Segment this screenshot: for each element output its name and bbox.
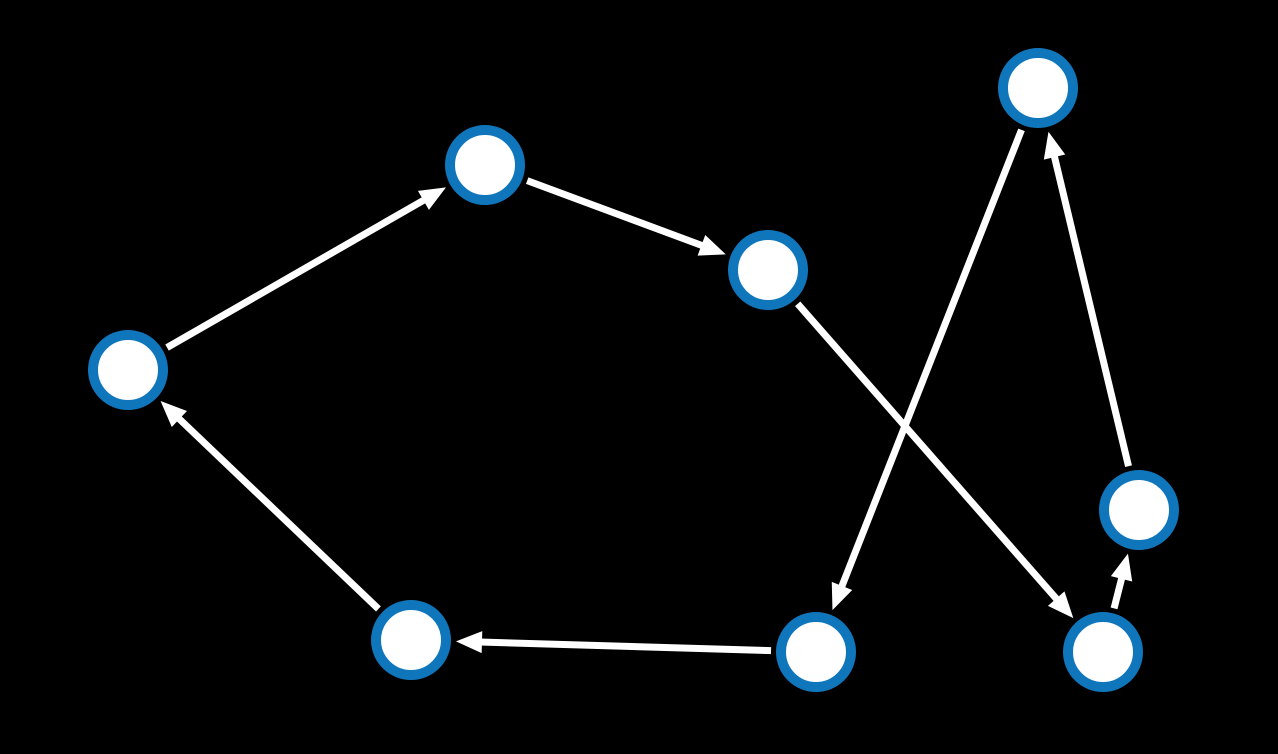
edge-e-to-d [1043,131,1132,468]
nodes-layer [88,48,1179,692]
edge-e-to-d-line [1050,154,1132,468]
edge-h-to-a-arrowhead-icon [160,401,187,427]
edge-g-to-h-arrowhead-icon [455,631,483,654]
node-h-bottom-left-circle[interactable] [371,600,451,680]
edge-g-to-h [455,631,772,655]
edge-h-to-a [160,401,381,612]
edge-g-to-h-line [479,638,772,655]
node-f-bottom-right-circle[interactable] [1063,612,1143,692]
edge-c-to-f-arrowhead-icon [1047,591,1074,619]
edge-b-to-c [525,177,726,256]
node-a-far-left[interactable] [88,330,168,410]
node-c-upper-middle-circle[interactable] [728,230,808,310]
edge-c-to-f [795,301,1074,619]
edge-d-to-g-line [838,128,1025,590]
edge-e-to-d-arrowhead-icon [1043,131,1066,160]
edge-f-to-e-line [1110,576,1126,610]
edge-a-to-b-arrowhead-icon [417,187,446,210]
edge-c-to-f-line [795,301,1061,603]
node-f-bottom-right[interactable] [1063,612,1143,692]
node-b-upper-left-circle[interactable] [445,125,525,205]
edge-a-to-b [165,187,446,351]
edge-b-to-c-line [525,177,705,250]
edges-layer [160,128,1133,655]
edge-h-to-a-line [175,415,381,612]
node-g-bottom-middle-circle[interactable] [776,612,856,692]
node-e-right-circle[interactable] [1099,470,1179,550]
node-e-right[interactable] [1099,470,1179,550]
node-b-upper-left[interactable] [445,125,525,205]
node-d-top-right-circle[interactable] [998,48,1078,128]
node-g-bottom-middle[interactable] [776,612,856,692]
node-d-top-right[interactable] [998,48,1078,128]
edge-d-to-g-arrowhead-icon [831,581,853,611]
edge-f-to-e-arrowhead-icon [1110,553,1133,582]
node-a-far-left-circle[interactable] [88,330,168,410]
edge-f-to-e [1110,553,1133,610]
edge-b-to-c-arrowhead-icon [697,234,726,256]
edge-d-to-g [831,128,1025,611]
node-h-bottom-left[interactable] [371,600,451,680]
node-c-upper-middle[interactable] [728,230,808,310]
edge-a-to-b-line [165,196,427,351]
